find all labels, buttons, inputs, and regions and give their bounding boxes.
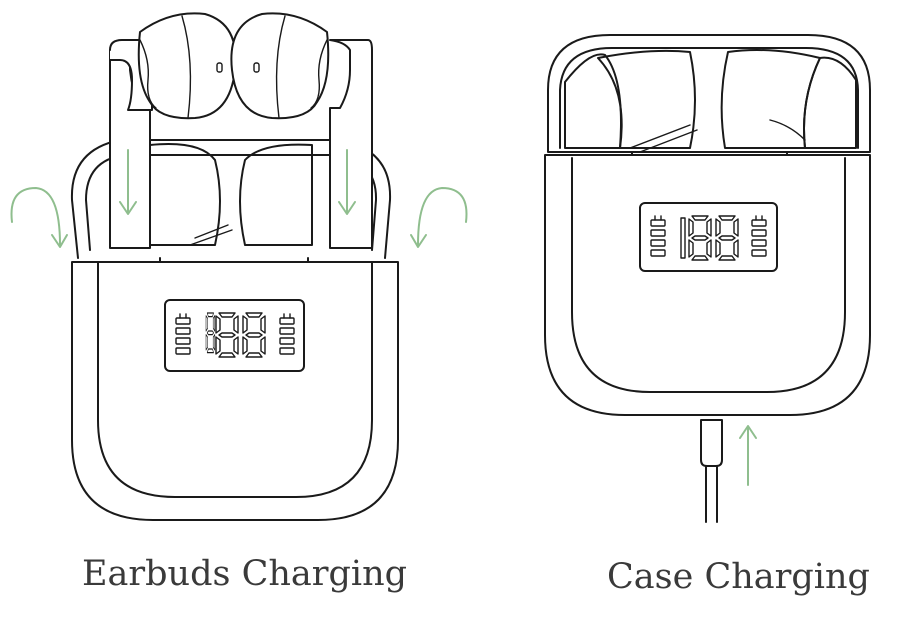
caption-case-charging: Case Charging [607, 557, 870, 597]
earbud-left [109, 12, 237, 249]
arrow-up-icon [739, 425, 757, 486]
arrow-down-icon [338, 149, 356, 215]
curved-arrow-icon [410, 187, 468, 248]
earbud-right [230, 12, 373, 249]
arrow-down-icon [119, 149, 137, 215]
curved-arrow-icon [10, 187, 68, 248]
caption-earbuds-charging: Earbuds Charging [82, 554, 408, 594]
case-open-earbuds [70, 139, 399, 521]
case-closed [544, 34, 871, 523]
